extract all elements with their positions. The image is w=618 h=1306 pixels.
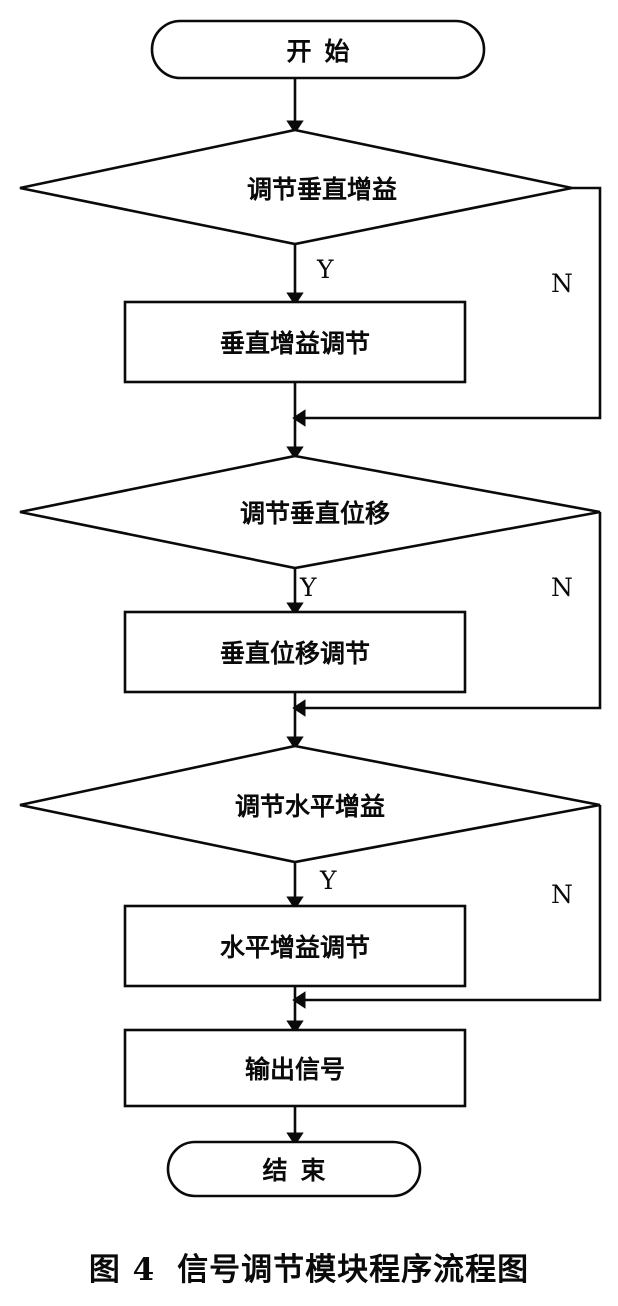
branch-label-dec3-yes: Y [320,866,337,895]
figure-caption: 图 4 信号调节模块程序流程图 [0,1244,618,1289]
branch-label-dec3-no: N [551,880,573,909]
branch-label-dec1-no: N [551,269,573,298]
figure-caption-title: 信号调节模块程序流程图 [177,1252,530,1288]
branch-label-dec2-yes: Y [300,573,317,602]
node-dec1-shape [19,128,573,246]
edge-dec2-no [292,512,602,717]
node-proc4-shape [123,1028,467,1108]
branch-label-dec1-yes: Y [317,255,334,284]
node-proc1-shape [123,300,467,384]
node-dec2-shape [19,454,601,570]
node-proc3-shape [123,904,467,988]
node-proc2-shape [123,610,467,694]
figure-caption-number: 图 4 [88,1252,156,1288]
edge-dec1-no [292,186,602,427]
node-dec3-shape [19,744,601,864]
edge-dec3-no [292,805,602,1009]
node-start-shape [150,19,486,80]
branch-label-dec2-no: N [551,573,573,602]
node-end-shape [166,1140,422,1198]
